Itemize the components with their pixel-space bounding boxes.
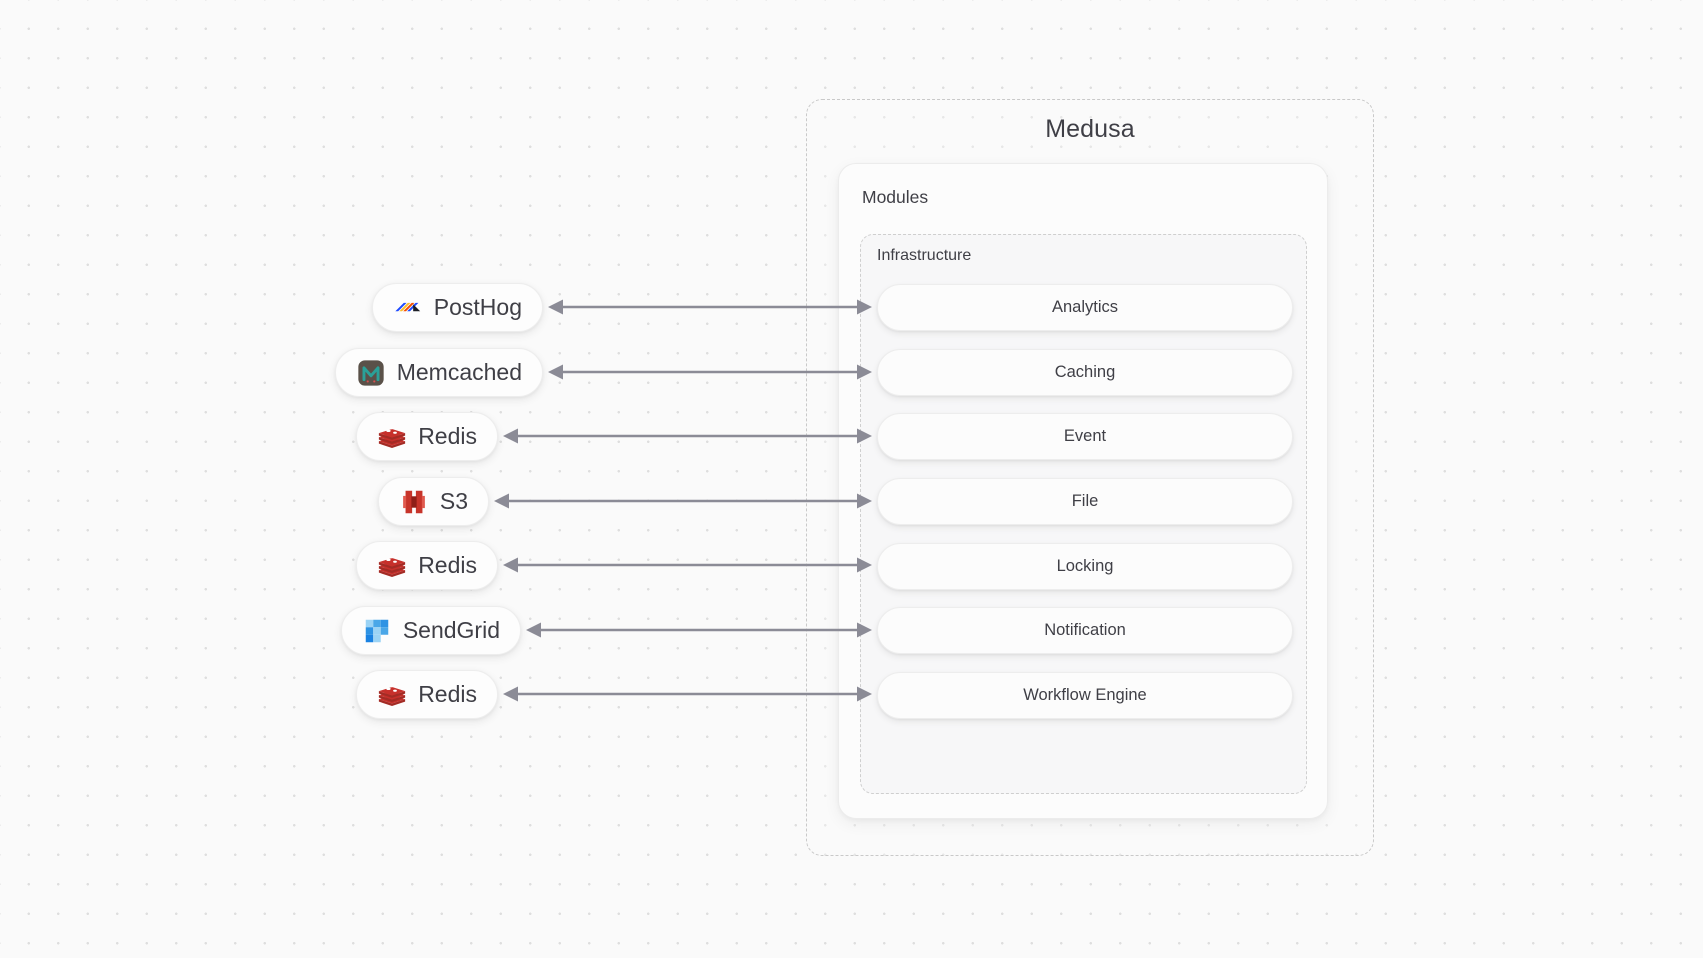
group-infrastructure-label: Infrastructure bbox=[877, 247, 972, 264]
module-pill-file[interactable]: File bbox=[877, 478, 1293, 525]
redis-icon bbox=[379, 685, 406, 706]
service-node-label: SendGrid bbox=[402, 617, 500, 643]
group-medusa-label: Medusa bbox=[1045, 115, 1135, 143]
service-node-redis[interactable]: Redis bbox=[356, 541, 498, 590]
service-node-memcached[interactable]: Memcached bbox=[334, 348, 543, 397]
service-node-label: Redis bbox=[418, 423, 477, 449]
module-pill-label: Notification bbox=[1044, 621, 1126, 639]
service-node-label: Redis bbox=[418, 552, 477, 578]
redis-icon bbox=[379, 556, 406, 577]
module-pill-event[interactable]: Event bbox=[877, 413, 1293, 460]
module-pill-label: Analytics bbox=[1051, 298, 1119, 316]
posthog-icon bbox=[395, 302, 420, 311]
service-node-sendgrid[interactable]: SendGrid bbox=[340, 606, 521, 655]
module-pill-notification[interactable]: Notification bbox=[877, 607, 1293, 654]
module-pill-label: Locking bbox=[1056, 557, 1114, 575]
service-node-label: Redis bbox=[418, 681, 477, 707]
s3-icon bbox=[402, 490, 425, 513]
service-node-label: S3 bbox=[439, 488, 468, 514]
service-node-label: Memcached bbox=[396, 359, 522, 385]
service-node-label: PostHog bbox=[433, 294, 522, 320]
group-modules-label: Modules bbox=[862, 187, 929, 207]
module-pill-label: Caching bbox=[1054, 363, 1116, 381]
module-pill-workflow-engine[interactable]: Workflow Engine bbox=[877, 672, 1293, 719]
module-pill-locking[interactable]: Locking bbox=[877, 543, 1293, 590]
module-pill-label: Workflow Engine bbox=[1023, 686, 1147, 704]
module-pill-caching[interactable]: Caching bbox=[877, 349, 1293, 396]
service-node-posthog[interactable]: PostHog bbox=[371, 283, 543, 332]
module-pill-analytics[interactable]: Analytics bbox=[877, 284, 1293, 331]
module-pill-label: File bbox=[1071, 492, 1099, 510]
memcached-icon bbox=[358, 359, 384, 386]
redis-icon bbox=[379, 427, 406, 448]
module-pill-label: Event bbox=[1063, 427, 1107, 445]
service-node-redis[interactable]: Redis bbox=[356, 412, 498, 461]
service-node-s3[interactable]: S3 bbox=[377, 477, 489, 526]
service-node-redis[interactable]: Redis bbox=[356, 670, 498, 719]
sendgrid-icon bbox=[365, 619, 389, 642]
